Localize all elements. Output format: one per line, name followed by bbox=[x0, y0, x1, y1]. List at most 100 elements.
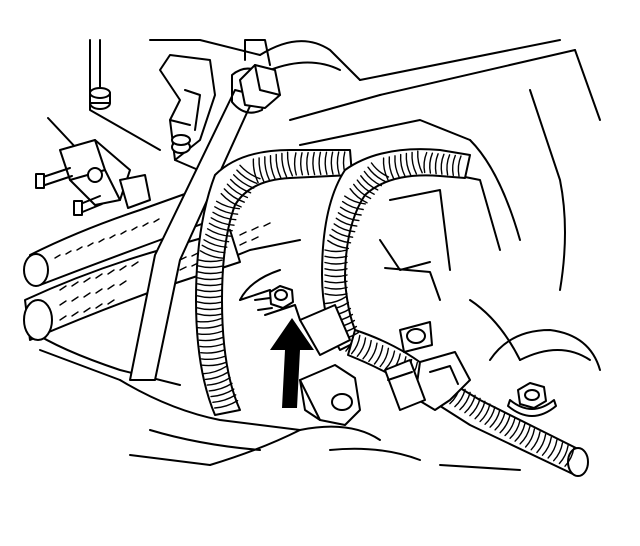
harness-rib bbox=[494, 411, 506, 431]
harness-rib bbox=[514, 423, 526, 442]
harness-rib bbox=[201, 361, 227, 367]
harness-rib bbox=[197, 265, 223, 269]
harness-rib bbox=[210, 217, 235, 226]
harness-rib bbox=[446, 154, 451, 176]
harness-rib bbox=[367, 166, 386, 182]
harness-rib bbox=[384, 350, 396, 370]
harness-rib bbox=[223, 188, 245, 203]
harness-rib bbox=[333, 223, 356, 233]
harness-rib bbox=[360, 175, 379, 191]
harness-rib bbox=[208, 382, 233, 392]
harness-rib bbox=[210, 388, 235, 398]
vacuum-tube bbox=[129, 39, 281, 381]
harness-rib bbox=[239, 164, 261, 180]
harness-rib bbox=[196, 317, 222, 323]
harness-rib bbox=[201, 244, 226, 254]
harness-rib bbox=[229, 178, 252, 194]
harness-rib bbox=[504, 417, 516, 437]
harness-rib bbox=[197, 277, 223, 281]
sensor-nut bbox=[254, 285, 294, 311]
harness-rib bbox=[199, 250, 224, 259]
harness-rib bbox=[324, 255, 348, 259]
harness-rib bbox=[356, 179, 375, 195]
harness-rib bbox=[363, 170, 382, 187]
harness-rib bbox=[474, 400, 486, 420]
wiring-harness-left bbox=[195, 149, 353, 416]
harness-rib bbox=[324, 280, 348, 284]
harness-rib bbox=[318, 151, 322, 176]
harness-rib bbox=[350, 334, 361, 355]
harness-rib bbox=[324, 286, 348, 290]
harness-rib bbox=[331, 228, 354, 238]
harness-rib bbox=[324, 261, 348, 265]
harness-rib bbox=[233, 174, 255, 189]
harness-rib bbox=[368, 342, 378, 363]
harness-rib bbox=[286, 151, 294, 177]
harness-rib bbox=[479, 403, 491, 423]
harness-rib bbox=[339, 206, 362, 216]
harness-rib bbox=[205, 233, 230, 243]
harness-rib bbox=[324, 295, 348, 305]
harness-rib bbox=[197, 330, 224, 336]
harness-rib bbox=[464, 394, 476, 414]
harness-rib bbox=[454, 388, 466, 408]
harness-rib bbox=[206, 228, 232, 237]
harness-rib bbox=[434, 153, 439, 175]
harness-rib bbox=[198, 336, 224, 342]
harness-rib bbox=[258, 157, 265, 183]
harness-rib bbox=[196, 283, 223, 287]
harness-rib bbox=[399, 153, 406, 177]
harness-rib bbox=[264, 156, 271, 181]
harness-rib bbox=[327, 239, 350, 250]
harness-rib bbox=[208, 222, 233, 232]
harness-rib bbox=[196, 289, 223, 293]
harness-rib bbox=[324, 293, 348, 296]
harness-rib bbox=[558, 444, 569, 465]
harness-rib bbox=[197, 271, 223, 275]
harness-rib bbox=[429, 152, 434, 174]
harness-rib bbox=[469, 397, 481, 417]
harness-rib bbox=[341, 200, 364, 211]
harness-rib bbox=[252, 158, 259, 184]
harness-rib bbox=[306, 152, 310, 176]
harness-rib bbox=[536, 433, 547, 454]
harness-rib bbox=[356, 337, 367, 357]
harness-rib bbox=[411, 151, 418, 175]
cylinder-head-bolt bbox=[89, 87, 191, 154]
harness-rib bbox=[519, 425, 531, 445]
harness-rib bbox=[269, 155, 276, 180]
harness-rib bbox=[220, 192, 242, 208]
harness-rib bbox=[440, 153, 445, 175]
harness-rib bbox=[553, 442, 564, 462]
harness-rib bbox=[212, 211, 237, 221]
harness-rib bbox=[206, 377, 231, 386]
harness-rib bbox=[330, 151, 334, 175]
harness-rib bbox=[324, 268, 348, 271]
harness-rib bbox=[324, 274, 348, 278]
harness-rib bbox=[344, 195, 366, 205]
harness-rib bbox=[417, 150, 423, 174]
flange-nut bbox=[507, 382, 557, 417]
harness-rib bbox=[293, 152, 297, 176]
harness-rib bbox=[212, 394, 237, 403]
sensor-connector bbox=[35, 117, 151, 216]
harness-rib bbox=[382, 157, 389, 181]
harness-rib bbox=[329, 234, 352, 244]
harness-rib bbox=[204, 371, 229, 381]
harness-rib bbox=[394, 155, 400, 179]
harness-rib bbox=[196, 295, 223, 299]
wiring-harness-right bbox=[321, 148, 589, 477]
harness-rib bbox=[200, 355, 227, 361]
harness-rib bbox=[345, 332, 355, 352]
harness-rib bbox=[459, 391, 471, 411]
harness-rib bbox=[197, 259, 223, 263]
harness-rib bbox=[199, 342, 225, 348]
harness-rib bbox=[196, 313, 222, 317]
sensor-mount-bracket bbox=[239, 289, 361, 426]
harness-rib bbox=[300, 152, 304, 176]
harness-rib bbox=[200, 349, 226, 354]
harness-rib bbox=[547, 439, 558, 459]
harness-rib bbox=[336, 151, 340, 175]
